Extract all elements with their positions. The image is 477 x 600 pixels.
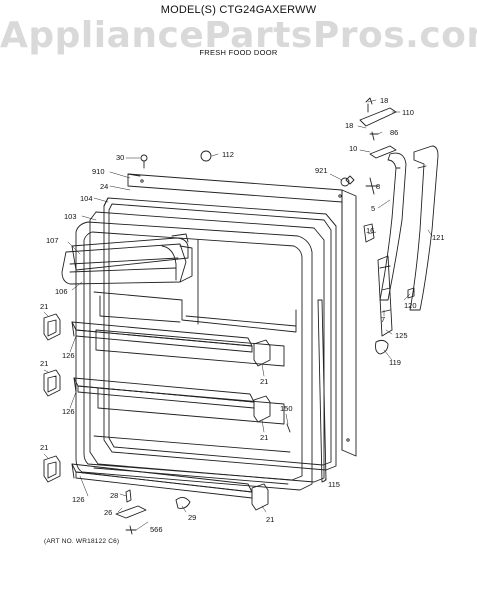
shelf-end-caps — [43, 313, 271, 511]
callout-126: 126 — [72, 495, 85, 504]
callout-16: 16 — [366, 226, 374, 235]
callout-21: 21 — [266, 515, 274, 524]
art-number: (ART NO. WR18122 C6) — [44, 538, 120, 545]
outer-door-panel — [127, 173, 357, 457]
callout-21: 21 — [40, 302, 48, 311]
callout-30: 30 — [116, 153, 124, 162]
door-liner — [75, 221, 313, 491]
callout-labels: 18 110 18 86 10 30 112 921 8 910 24 104 … — [40, 96, 445, 534]
door-handle-assembly — [363, 152, 407, 337]
callout-18: 18 — [345, 121, 353, 130]
door-fasteners — [140, 150, 350, 433]
hinge-assembly — [345, 97, 397, 185]
callout-107: 107 — [46, 236, 59, 245]
callout-910: 910 — [92, 167, 105, 176]
callout-21: 21 — [40, 359, 48, 368]
dairy-compartment — [61, 233, 193, 285]
callout-921: 921 — [315, 166, 328, 175]
callout-21: 21 — [40, 443, 48, 452]
door-shelf-1 — [71, 321, 253, 353]
callout-10: 10 — [349, 144, 357, 153]
model-title: MODEL(S) CTG24GAXERWW — [160, 4, 317, 16]
callout-112: 112 — [222, 150, 234, 159]
door-handle — [407, 145, 439, 311]
callout-120: 120 — [404, 301, 417, 310]
shelf-edge-guard — [317, 299, 327, 483]
callout-115: 115 — [328, 480, 340, 489]
callout-150: 150 — [280, 404, 293, 413]
callout-103: 103 — [64, 212, 77, 221]
callout-18: 18 — [380, 96, 388, 105]
callout-121: 121 — [432, 233, 445, 242]
door-shelf-2 — [73, 377, 255, 409]
callout-7: 7 — [381, 315, 385, 324]
site-watermark: AppliancePartsPros.com — [0, 15, 477, 56]
callout-29: 29 — [188, 513, 196, 522]
callout-125: 125 — [395, 331, 408, 340]
callout-126: 126 — [62, 351, 75, 360]
callout-26: 26 — [104, 508, 112, 517]
callout-28: 28 — [110, 491, 118, 500]
callout-566: 566 — [150, 525, 163, 534]
callout-24: 24 — [100, 182, 108, 191]
callout-126: 126 — [62, 407, 75, 416]
small-parts — [115, 489, 191, 535]
callout-110: 110 — [402, 108, 414, 117]
callout-104: 104 — [80, 194, 93, 203]
callout-119: 119 — [389, 358, 401, 367]
callout-21: 21 — [260, 377, 268, 386]
callout-5: 5 — [371, 204, 375, 213]
diagram-subtitle: FRESH FOOD DOOR — [199, 48, 278, 57]
callout-106: 106 — [55, 287, 68, 296]
callout-86: 86 — [390, 128, 398, 137]
leader-lines — [43, 99, 433, 531]
callout-21: 21 — [260, 433, 268, 442]
callout-8: 8 — [376, 182, 380, 191]
handle-end-cap — [375, 339, 389, 355]
